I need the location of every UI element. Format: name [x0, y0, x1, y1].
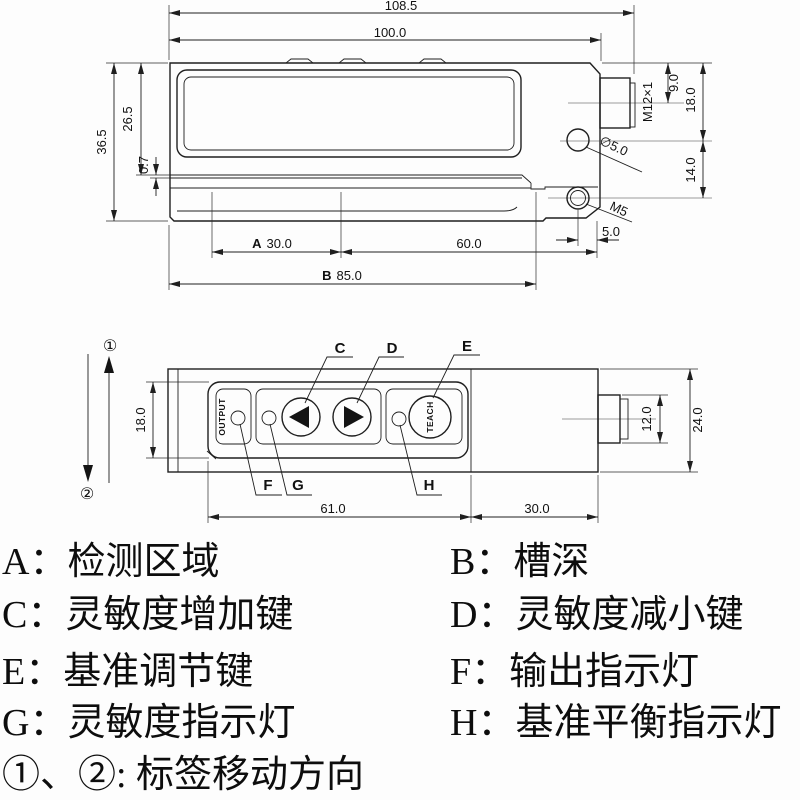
- svg-text:30.0: 30.0: [524, 501, 549, 516]
- label-direction-arrows: ① ②: [80, 338, 117, 503]
- legend-item-c: C：灵敏度增加键: [2, 594, 294, 636]
- left-triangle-icon: [289, 406, 309, 428]
- top-view: ① ② OUTPUT: [80, 338, 705, 523]
- direction-2-label: ②: [80, 486, 94, 503]
- m5-label: M5: [608, 198, 631, 219]
- up-arrow-icon: [104, 356, 114, 373]
- slot-step-notch: [530, 183, 598, 190]
- svg-text:12.0: 12.0: [639, 406, 654, 431]
- m12-connector-side: [568, 77, 684, 129]
- balance-indicator: [391, 411, 407, 427]
- dim-total-length: 108.5: [168, 0, 635, 74]
- legend-row: E：基准调节键 F：输出指示灯: [2, 648, 699, 696]
- m5-tap-hole: M5: [548, 186, 712, 223]
- down-arrow-icon: [83, 465, 93, 482]
- m12-thread-label: M12×1: [640, 82, 655, 122]
- hole-diameter-label: ∅5.0: [597, 133, 630, 159]
- svg-text:14.0: 14.0: [683, 157, 698, 182]
- legend-item-a: A：检测区域: [2, 541, 220, 583]
- mounting-bumps: [285, 58, 447, 64]
- callouts: C D E F G H: [239, 338, 480, 496]
- side-body-outline: [169, 62, 601, 222]
- output-text: OUTPUT: [217, 398, 227, 436]
- legend-row: A：检测区域 B：槽深: [2, 538, 589, 586]
- svg-text:61.0: 61.0: [320, 501, 345, 516]
- dim-lip: 0.7: [136, 156, 170, 196]
- legend-item-d: D：灵敏度减小键: [450, 594, 744, 636]
- callout-e: E: [462, 338, 472, 355]
- control-panel: OUTPUT TEACH: [206, 381, 469, 460]
- technical-drawing: ∅5.0 M5 M12×1 108.5 100.0: [80, 0, 712, 523]
- output-indicator: [230, 410, 246, 426]
- dim-total-height: 36.5: [94, 62, 168, 222]
- dim-connector-offset: 9.0: [602, 62, 712, 103]
- legend-row: ①、②: 标签移动方向: [2, 751, 364, 799]
- svg-text:B85.0: B85.0: [322, 268, 362, 283]
- svg-text:108.5: 108.5: [385, 0, 418, 13]
- slot-upper-edge: [170, 174, 532, 184]
- callout-c: C: [335, 340, 346, 357]
- svg-text:24.0: 24.0: [690, 407, 705, 432]
- top-body-outline: [167, 368, 599, 473]
- callout-h: H: [424, 477, 435, 494]
- callout-g: G: [292, 477, 304, 494]
- legend-item-g: G：灵敏度指示灯: [2, 702, 296, 744]
- dim-body-length: 100.0: [169, 25, 602, 61]
- dim-hole-offset: 18.0: [683, 63, 706, 141]
- legend-item-e: E：基准调节键: [2, 651, 254, 693]
- dim-upper-height: 26.5: [120, 63, 170, 176]
- sensitivity-increase-button: [281, 397, 321, 437]
- legend-item-f: F：输出指示灯: [450, 651, 700, 693]
- dim-connector-height: 12.0: [622, 394, 668, 444]
- legend-item-directions: ①、②: 标签移动方向: [2, 754, 365, 796]
- teach-button: TEACH: [408, 395, 452, 439]
- direction-1-label: ①: [103, 338, 117, 355]
- legend-item-b: B：槽深: [450, 541, 590, 583]
- legend-item-h: H：基准平衡指示灯: [450, 702, 782, 744]
- dim-panel-length: 61.0 30.0: [207, 461, 599, 523]
- side-view: ∅5.0 M5 M12×1 108.5 100.0: [94, 0, 712, 290]
- callout-f: F: [263, 477, 272, 494]
- svg-text:9.0: 9.0: [666, 74, 681, 92]
- m12-connector-top: [562, 394, 656, 444]
- callout-d: D: [387, 340, 398, 357]
- dim-body-height: 24.0: [600, 368, 705, 473]
- svg-text:60.0: 60.0: [456, 236, 481, 251]
- svg-text:A30.0: A30.0: [252, 236, 292, 251]
- sensitivity-decrease-button: [332, 397, 372, 437]
- legend-row: G：灵敏度指示灯 H：基准平衡指示灯: [2, 699, 781, 747]
- teach-text: TEACH: [425, 401, 435, 432]
- svg-text:18.0: 18.0: [133, 407, 148, 432]
- right-triangle-icon: [344, 406, 364, 428]
- svg-text:18.0: 18.0: [683, 87, 698, 112]
- sensitivity-indicator: [261, 410, 277, 426]
- svg-text:26.5: 26.5: [120, 106, 135, 131]
- detection-window-inner: [183, 76, 515, 151]
- svg-text:5.0: 5.0: [602, 224, 620, 239]
- svg-text:0.7: 0.7: [136, 156, 151, 174]
- svg-text:100.0: 100.0: [374, 25, 407, 40]
- legend-row: C：灵敏度增加键 D：灵敏度减小键: [2, 591, 743, 639]
- detection-window-outer: [176, 69, 522, 158]
- svg-text:36.5: 36.5: [94, 129, 109, 154]
- dim-tap-offset: 14.0: [683, 141, 706, 198]
- base-groove: [177, 206, 518, 212]
- dim-panel-height: 18.0: [133, 381, 209, 459]
